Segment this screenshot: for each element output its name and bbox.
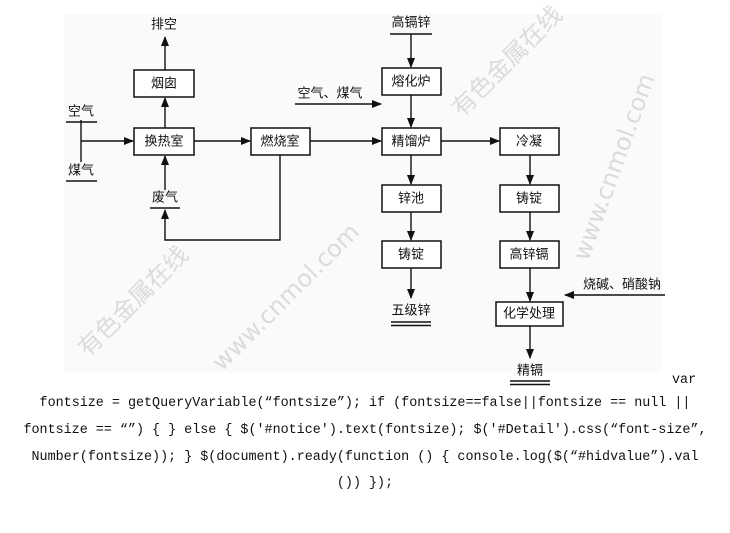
zinc-cadmium-flowchart: 有色金属在线 www.cnmol.com 有色金属在线 www.cnmol.co… <box>64 1 665 386</box>
label-air: 空气 <box>68 104 94 120</box>
node-label: 换热室 <box>144 134 183 150</box>
node-label: 铸锭 <box>398 247 424 263</box>
code-line-1: fontsize = getQueryVariable(“fontsize”);… <box>39 396 691 411</box>
node-label: 烟囱 <box>151 77 177 92</box>
connectors <box>66 33 665 386</box>
label-refined-cadmium: 精镉 <box>517 363 543 379</box>
node-label: 铸锭 <box>516 191 542 207</box>
node-zinc-pool: 锌池 <box>381 184 442 213</box>
node-label: 冷凝 <box>516 134 542 150</box>
node-label: 化学处理 <box>503 306 555 322</box>
code-line-0: var <box>672 373 697 388</box>
node-condensation: 冷凝 <box>499 127 560 156</box>
node-combustion-chamber: 燃烧室 <box>250 127 311 156</box>
node-heat-exchanger: 换热室 <box>133 127 195 156</box>
node-label: 燃烧室 <box>260 134 299 150</box>
label-caustic-nitrate: 烧碱、硝酸钠 <box>583 278 661 293</box>
node-ingot-left: 铸锭 <box>381 240 442 269</box>
node-chemical-treatment: 化学处理 <box>495 301 564 327</box>
label-gas: 煤气 <box>68 163 94 179</box>
node-rectifying-furnace: 精馏炉 <box>381 127 442 156</box>
label-exhaust: 排空 <box>151 18 177 33</box>
node-melting-furnace: 熔化炉 <box>381 67 442 96</box>
node-label: 高锌镉 <box>509 247 548 263</box>
label-high-cadmium-zinc-input: 高镉锌 <box>391 15 430 31</box>
node-high-cadmium-zinc: 高锌镉 <box>499 240 560 269</box>
label-grade5-zinc: 五级锌 <box>391 304 430 319</box>
code-line-4: ()) }); <box>336 476 394 491</box>
label-waste-gas: 废气 <box>152 190 178 206</box>
arrow-combustion-loop <box>161 155 281 241</box>
node-chimney: 烟囱 <box>133 69 195 98</box>
label-air-and-gas: 空气、煤气 <box>297 86 362 102</box>
code-line-3: Number(fontsize)); } $(document).ready(f… <box>31 450 699 465</box>
node-label: 熔化炉 <box>391 75 430 90</box>
node-label: 锌池 <box>398 192 424 207</box>
node-ingot-right: 铸锭 <box>499 184 560 213</box>
code-line-2: fontsize == “”) { } else { $('#notice').… <box>23 423 707 438</box>
node-label: 精馏炉 <box>391 135 430 150</box>
